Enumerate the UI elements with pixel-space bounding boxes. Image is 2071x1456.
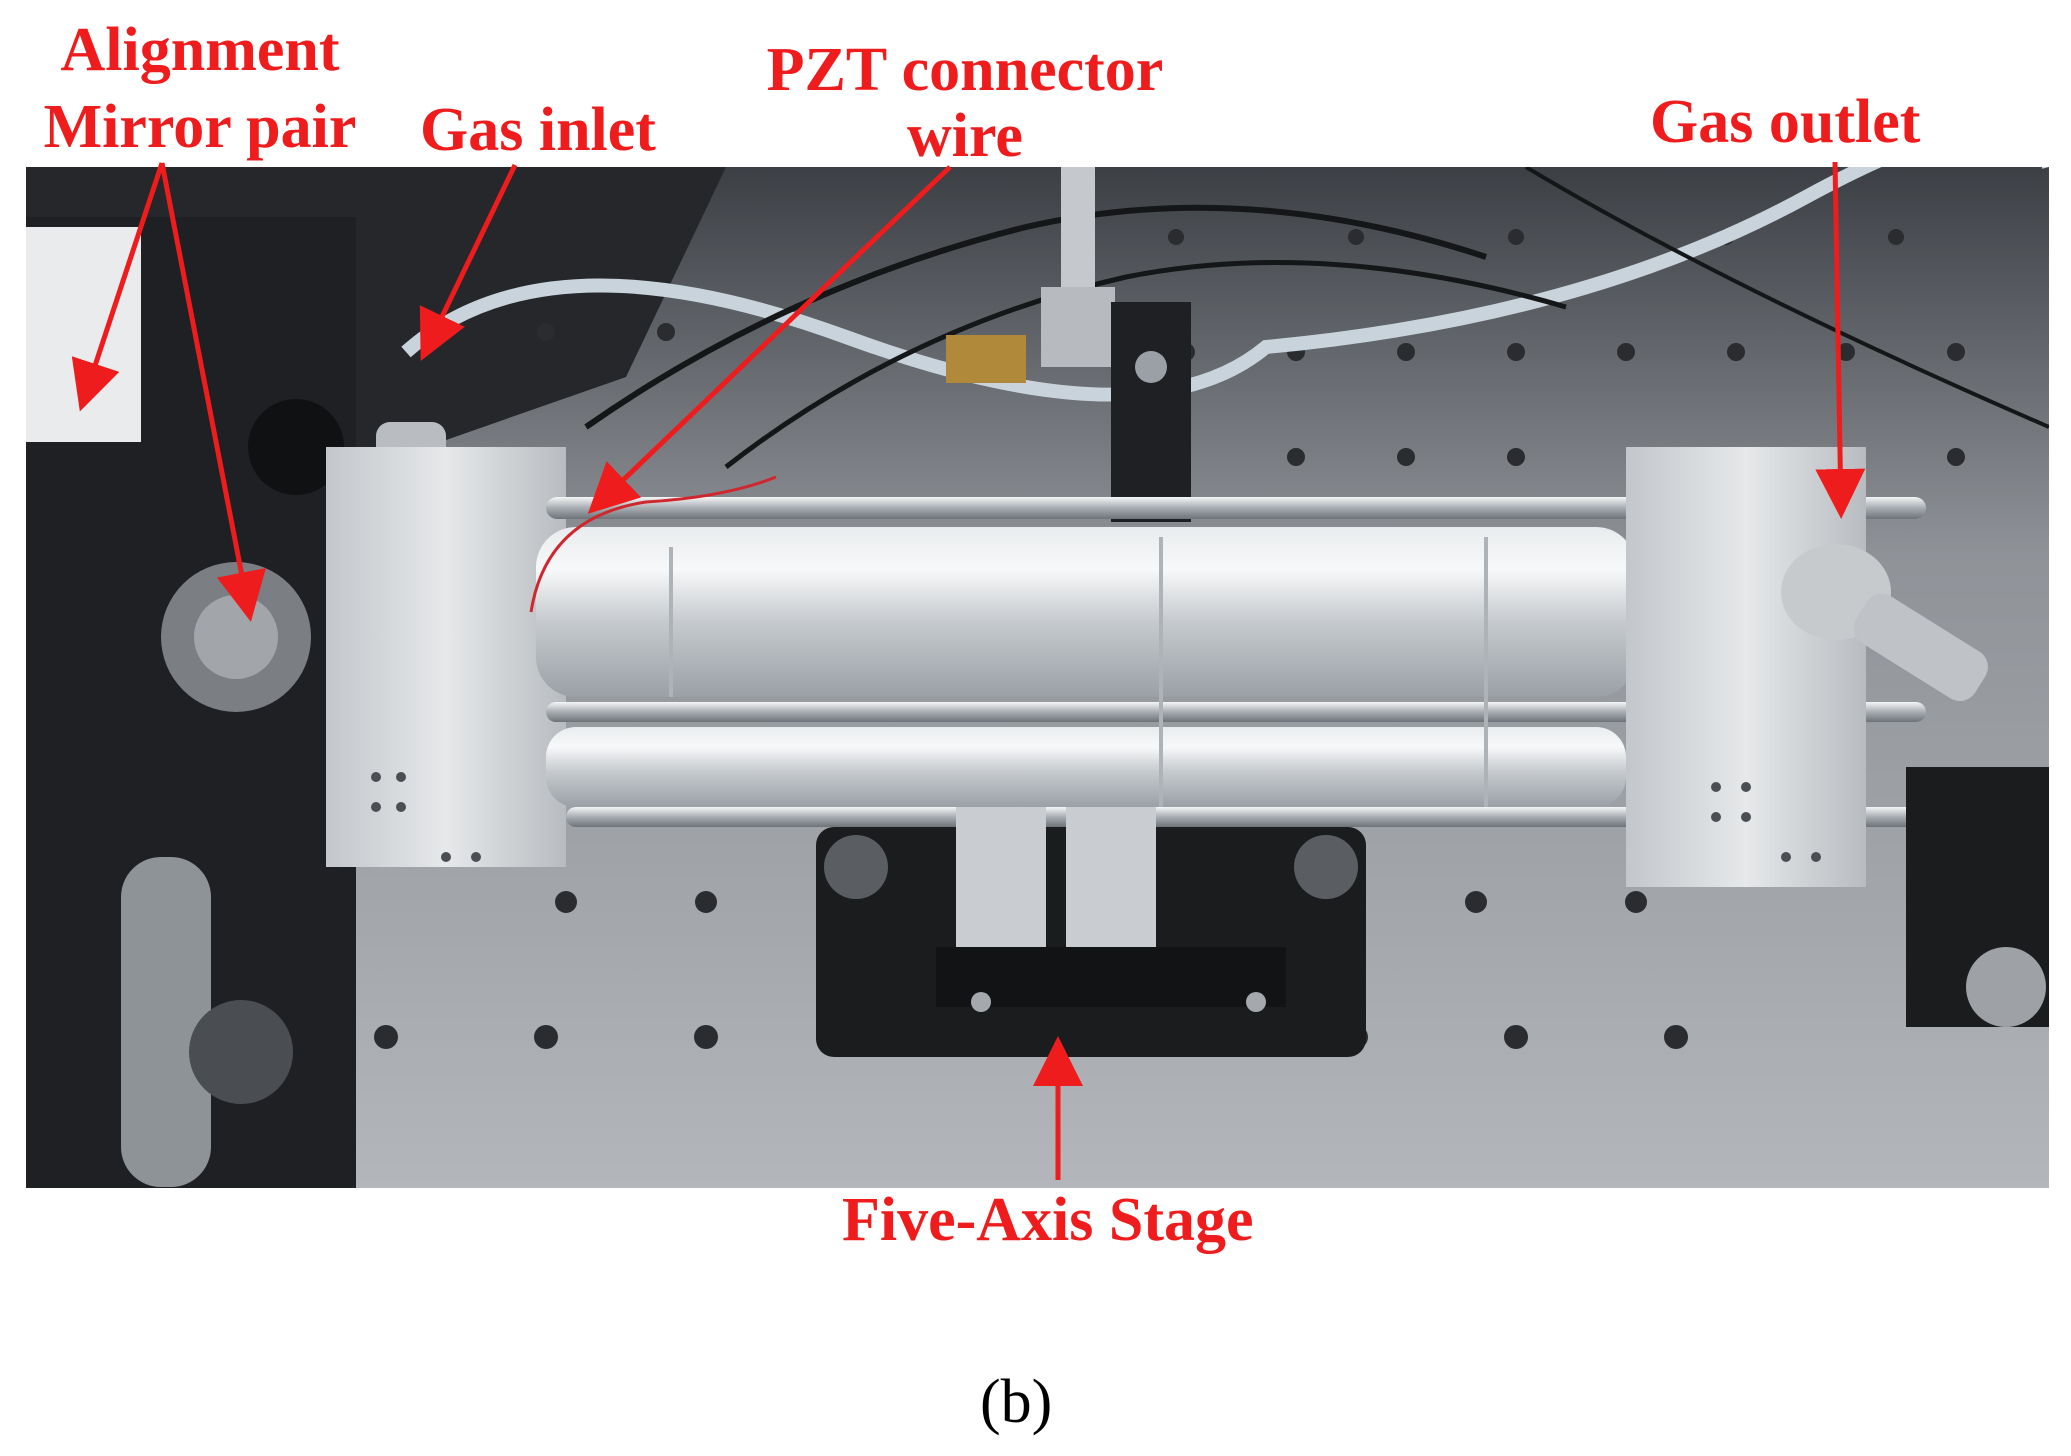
- arrow-pzt-wire: [587, 165, 952, 514]
- five-axis-stage-hardware: [816, 807, 1366, 1057]
- label-five-axis-stage: Five-Axis Stage: [842, 1186, 1254, 1254]
- figure-caption: (b): [980, 1368, 1053, 1436]
- left-block-holes: [371, 772, 481, 862]
- arrow-gas-inlet: [419, 163, 518, 362]
- lower-cylinder: [546, 727, 1626, 807]
- gas-outlet-fitting: [1781, 544, 1988, 702]
- pzt-wire: [529, 475, 777, 613]
- label-pzt-line2: wire: [907, 102, 1023, 170]
- middle-rod: [546, 702, 1926, 722]
- label-alignment-line2: Mirror pair: [43, 93, 357, 161]
- arrow-alignment-mirror-2: [159, 162, 266, 622]
- top-rod: [546, 497, 1926, 519]
- label-gas-outlet: Gas outlet: [1650, 88, 1921, 156]
- center-connector: [946, 167, 1191, 522]
- arrow-gas-outlet: [1815, 161, 1866, 519]
- label-alignment-line1: Alignment: [60, 16, 340, 84]
- right-block-holes: [1711, 782, 1821, 862]
- arrow-alignment-mirror-1: [71, 162, 165, 412]
- photo-illustration: [26, 167, 2049, 1188]
- label-gas-inlet: Gas inlet: [420, 96, 656, 164]
- right-side-hardware: [1906, 767, 2049, 1027]
- bottom-rod: [566, 807, 1926, 827]
- left-end-block: [326, 447, 566, 867]
- cables: [401, 167, 2049, 469]
- label-pzt-line1: PZT connector: [766, 36, 1164, 104]
- photo: [26, 167, 2049, 1188]
- table-holes: [374, 229, 1965, 1049]
- cavity-cylinder: [536, 527, 1636, 697]
